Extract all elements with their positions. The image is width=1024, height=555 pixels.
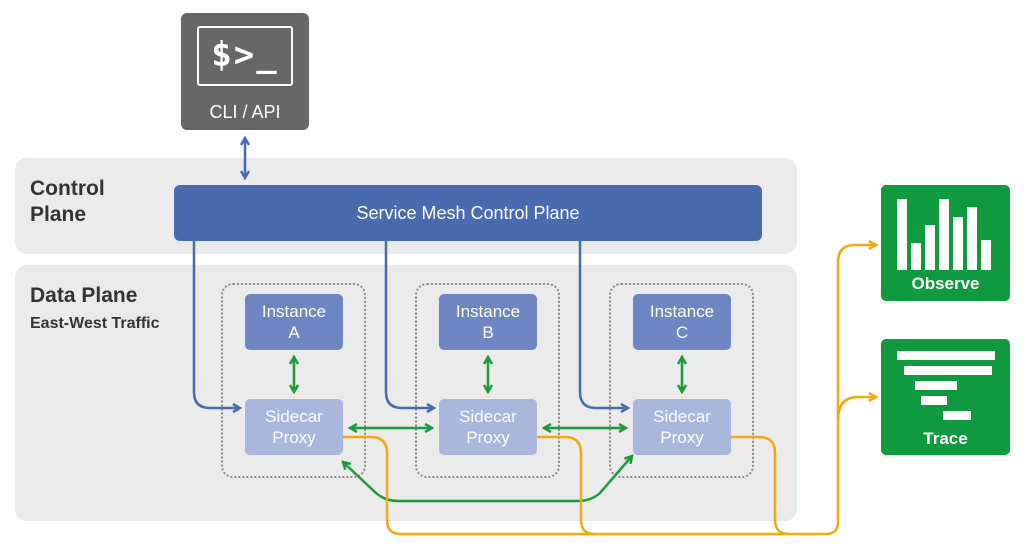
sidecar-b-line2: Proxy bbox=[466, 428, 510, 447]
sidecar-proxy-a[interactable]: Sidecar Proxy bbox=[245, 399, 343, 455]
instance-b-line1: Instance bbox=[455, 302, 521, 321]
instance-a-line2: A bbox=[288, 323, 300, 342]
pod-a bbox=[221, 283, 366, 478]
terminal-icon: $>_ bbox=[197, 26, 293, 86]
control-plane-title-line1: Control bbox=[30, 177, 105, 200]
control-to-sidecar-c bbox=[578, 241, 628, 408]
control-to-sidecar-b bbox=[384, 241, 434, 408]
cli-api-label: CLI / API bbox=[209, 102, 281, 122]
observe-label: Observe bbox=[911, 274, 980, 293]
observe-box[interactable]: Observe bbox=[881, 185, 1010, 301]
cli-api-box[interactable]: $>_ CLI / API bbox=[181, 13, 309, 130]
data-plane-subtitle: East-West Traffic bbox=[30, 315, 160, 332]
instance-c-line1: Instance bbox=[649, 302, 715, 321]
trace-label: Trace bbox=[923, 429, 968, 448]
telemetry-a bbox=[343, 245, 876, 536]
trace-box[interactable]: Trace bbox=[881, 339, 1010, 455]
control-to-sidecar-a bbox=[192, 241, 240, 408]
instance-c-line2: C bbox=[675, 323, 689, 342]
instance-b[interactable]: Instance B bbox=[439, 294, 537, 350]
instance-a[interactable]: Instance A bbox=[245, 294, 343, 350]
sidecar-a-line1: Sidecar bbox=[265, 407, 323, 426]
sidecar-c-line2: Proxy bbox=[660, 428, 704, 447]
bar-chart-icon bbox=[897, 199, 991, 270]
telemetry-b bbox=[537, 435, 596, 536]
telemetry-to-trace bbox=[836, 397, 876, 421]
data-plane-title: Data Plane bbox=[30, 284, 138, 307]
pod-b bbox=[415, 283, 560, 478]
sidecar-proxy-c[interactable]: Sidecar Proxy bbox=[633, 399, 731, 455]
sidecar-b-line1: Sidecar bbox=[459, 407, 517, 426]
sidecar-c-line1: Sidecar bbox=[653, 407, 711, 426]
instance-a-line1: Instance bbox=[261, 302, 327, 321]
sidecar-a-c-arrow bbox=[343, 456, 632, 503]
pod-c bbox=[609, 283, 754, 478]
instance-b-line2: B bbox=[482, 323, 494, 342]
sidecar-proxy-b[interactable]: Sidecar Proxy bbox=[439, 399, 537, 455]
cli-prompt: $>_ bbox=[211, 35, 279, 75]
control-plane-title-line2: Plane bbox=[30, 203, 87, 226]
trace-timeline-icon bbox=[897, 351, 995, 420]
control-plane-title: Control Plane bbox=[30, 176, 105, 228]
sidecar-a-line2: Proxy bbox=[272, 428, 316, 447]
telemetry-c bbox=[731, 435, 790, 536]
service-mesh-control-plane[interactable]: Service Mesh Control Plane bbox=[174, 185, 762, 241]
instance-c[interactable]: Instance C bbox=[633, 294, 731, 350]
